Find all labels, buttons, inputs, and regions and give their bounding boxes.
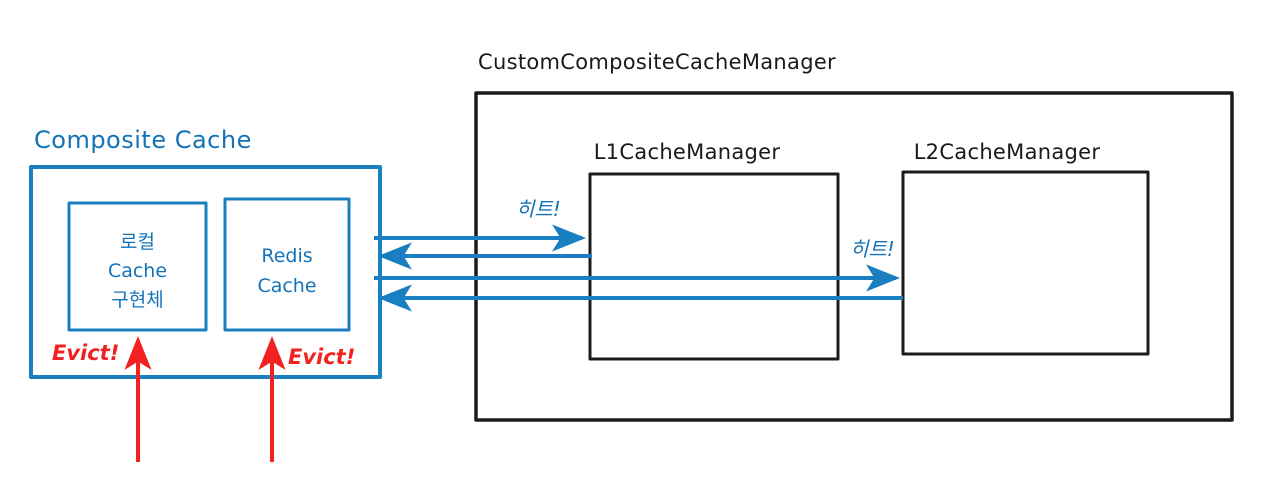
local-cache-box xyxy=(67,201,208,332)
local-cache-line-1: 로컬 xyxy=(120,231,155,253)
l2-cache-manager-box xyxy=(901,170,1150,356)
evict-label-redis: Evict! xyxy=(288,345,355,369)
redis-cache-line-1: Redis xyxy=(261,245,312,267)
local-cache-line-3: 구현체 xyxy=(111,289,163,311)
composite-cache-container xyxy=(29,165,382,379)
local-cache-line-2: Cache xyxy=(108,260,167,282)
redis-cache-line-2: Cache xyxy=(257,275,316,297)
evict-label-local: Evict! xyxy=(52,341,119,365)
redis-cache-box xyxy=(223,197,351,332)
hit-label-l1: 히트! xyxy=(516,197,561,221)
l2-cache-manager-label: L2CacheManager xyxy=(914,140,1101,164)
hit-label-l2: 히트! xyxy=(850,237,895,261)
l1-cache-manager-label: L1CacheManager xyxy=(594,140,781,164)
composite-cache-title: Composite Cache xyxy=(34,126,252,154)
l1-cache-manager-box xyxy=(588,172,840,361)
cache-manager-title: CustomCompositeCacheManager xyxy=(478,50,836,74)
